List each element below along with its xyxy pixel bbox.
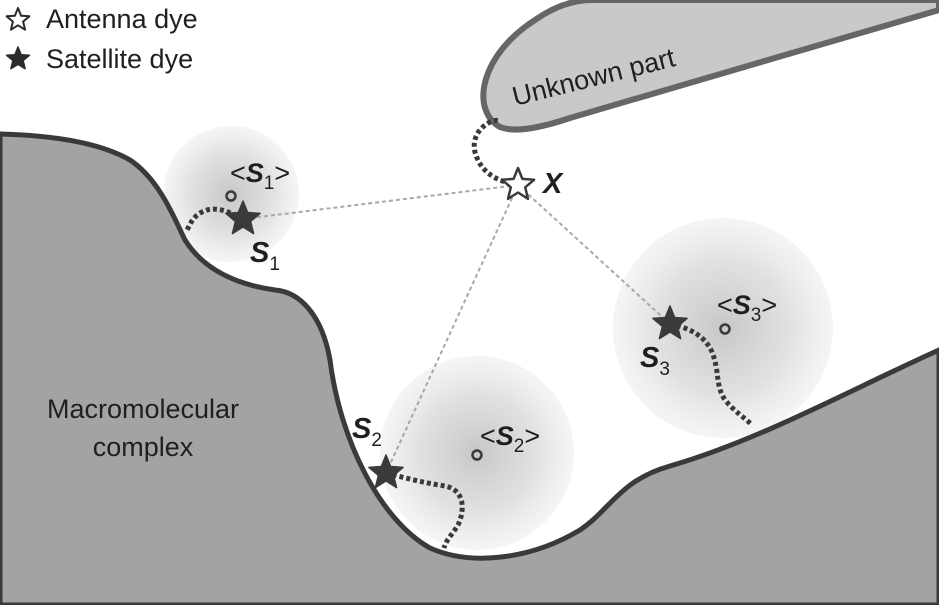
legend-filled-star-icon [5,46,31,70]
distance-lines [242,184,671,474]
uncertainty-cloud-3 [613,218,833,438]
uncertainty-cloud-2 [380,356,574,550]
satellite-dye-s2-filled-star-icon [368,454,404,489]
linker-s3 [669,321,754,427]
macromolecular-complex [0,131,939,605]
linker-x [471,117,519,188]
dye-linkers [183,117,754,549]
mean-position-markers [225,190,731,461]
unknown-part [480,0,939,133]
distance-line-x-s3 [517,184,671,325]
satellite-label-s3: S3 [640,342,670,380]
antenna-position-label: X [541,168,564,200]
mean-position-label-s2: <S2> [480,421,540,457]
satellite-dye-s3-filled-star-icon [652,305,688,340]
linker-s2 [385,470,465,549]
mean-position-label-s3: <S3> [717,290,777,326]
complex-label-line2: complex [93,432,194,462]
satellite-label-s1: S1 [250,237,280,275]
legend-satellite-label: Satellite dye [46,44,193,74]
linker-s1 [183,206,245,234]
uncertainty-cloud-1 [163,126,299,262]
satellite-label-s2: S2 [352,413,382,451]
complex-label-line1: Macromolecular [47,394,239,424]
mean-position-marker-1 [225,190,237,202]
legend-open-star-icon [5,7,31,31]
distance-line-x-s2 [385,184,519,474]
mean-position-marker-2 [471,449,483,461]
satellite-dye-s1-filled-star-icon [225,200,261,235]
legend-antenna-label: Antenna dye [46,4,198,34]
mean-position-label-s1: <S1> [230,158,290,194]
legend: Antenna dye Satellite dye [5,4,198,74]
mean-position-marker-3 [719,323,731,335]
antenna-dye-open-star-icon [500,166,536,201]
